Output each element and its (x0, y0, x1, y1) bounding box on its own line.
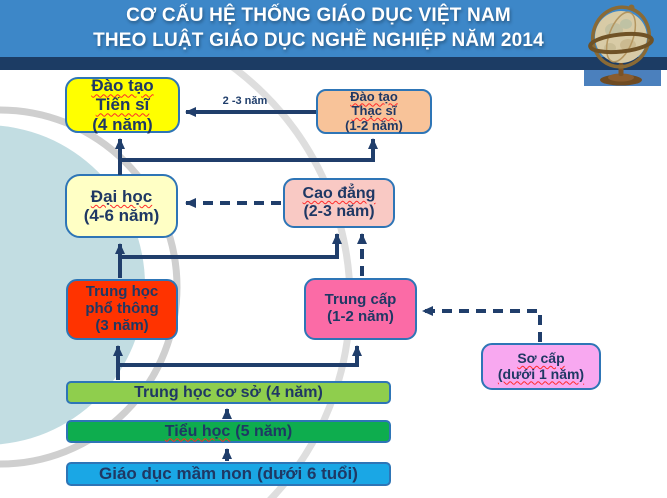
box-college-duration: (2-3 năm) (303, 203, 375, 220)
box-doctorate-label: Đào tạo (91, 76, 154, 96)
box-doctorate: Đào tạo Tiến sĩ (4 năm) (65, 76, 180, 134)
box-elementary-vocational-label: Sơ cấp (517, 349, 565, 366)
box-upper-secondary-duration: (3 năm) (95, 316, 149, 334)
box-upper-secondary-label: Trung học (85, 283, 159, 301)
box-lower-secondary-duration: (4 năm) (265, 383, 323, 401)
box-elementary-vocational-duration: (dưới 1 năm) (497, 365, 585, 382)
box-university-duration: (4-6 năm) (83, 206, 160, 225)
box-university: Đại học (4-6 năm) (65, 174, 178, 238)
box-elementary-vocational: Sơ cấp (dưới 1 năm) (481, 343, 601, 390)
box-upper-secondary: Trung học phổ thông (3 năm) (66, 279, 178, 340)
box-masters-duration: (1-2 năm) (345, 117, 403, 133)
banner-divider (0, 57, 667, 70)
title-banner: CƠ CẤU HỆ THỐNG GIÁO DỤC VIỆT NAM THEO L… (0, 0, 667, 57)
box-masters: Đào tạo Thạc sĩ (1-2 năm) (316, 89, 432, 134)
box-intermediate-label: Trung cấp (324, 291, 397, 309)
box-doctorate-duration: (4 năm) (92, 114, 153, 134)
box-preschool: Giáo dục mầm non (dưới 6 tuổi) (66, 462, 391, 486)
box-doctorate-label: Tiến sĩ (95, 95, 150, 115)
box-lower-secondary-label: Trung học cơ sở (134, 383, 261, 401)
box-masters-label: Thạc sĩ (351, 103, 397, 119)
box-university-label: Đại học (90, 186, 153, 206)
box-primary-duration: (5 năm) (235, 422, 293, 440)
box-preschool-duration: (dưới 6 tuổi) (257, 464, 358, 483)
box-lower-secondary: Trung học cơ sở (4 năm) (66, 381, 391, 404)
box-primary-label: Tiểu học (164, 422, 231, 440)
box-preschool-label: Giáo dục mầm non (99, 464, 253, 483)
box-upper-secondary-label: phổ thông (85, 300, 159, 318)
title-line-1: CƠ CẤU HỆ THỐNG GIÁO DỤC VIỆT NAM (126, 4, 511, 26)
box-college-label: Cao đẳng (302, 185, 376, 203)
box-intermediate: Trung cấp (1-2 năm) (304, 278, 417, 340)
title-line-2: THEO LUẬT GIÁO DỤC NGHỀ NGHIỆP NĂM 2014 (93, 29, 544, 51)
box-college: Cao đẳng (2-3 năm) (283, 178, 395, 228)
globe-icon (588, 4, 654, 86)
box-primary: Tiểu học (5 năm) (66, 420, 391, 443)
box-masters-label: Đào tạo (350, 88, 398, 104)
box-intermediate-duration: (1-2 năm) (327, 308, 394, 325)
masters-to-doctorate-duration-label: 2 -3 năm (222, 95, 268, 107)
